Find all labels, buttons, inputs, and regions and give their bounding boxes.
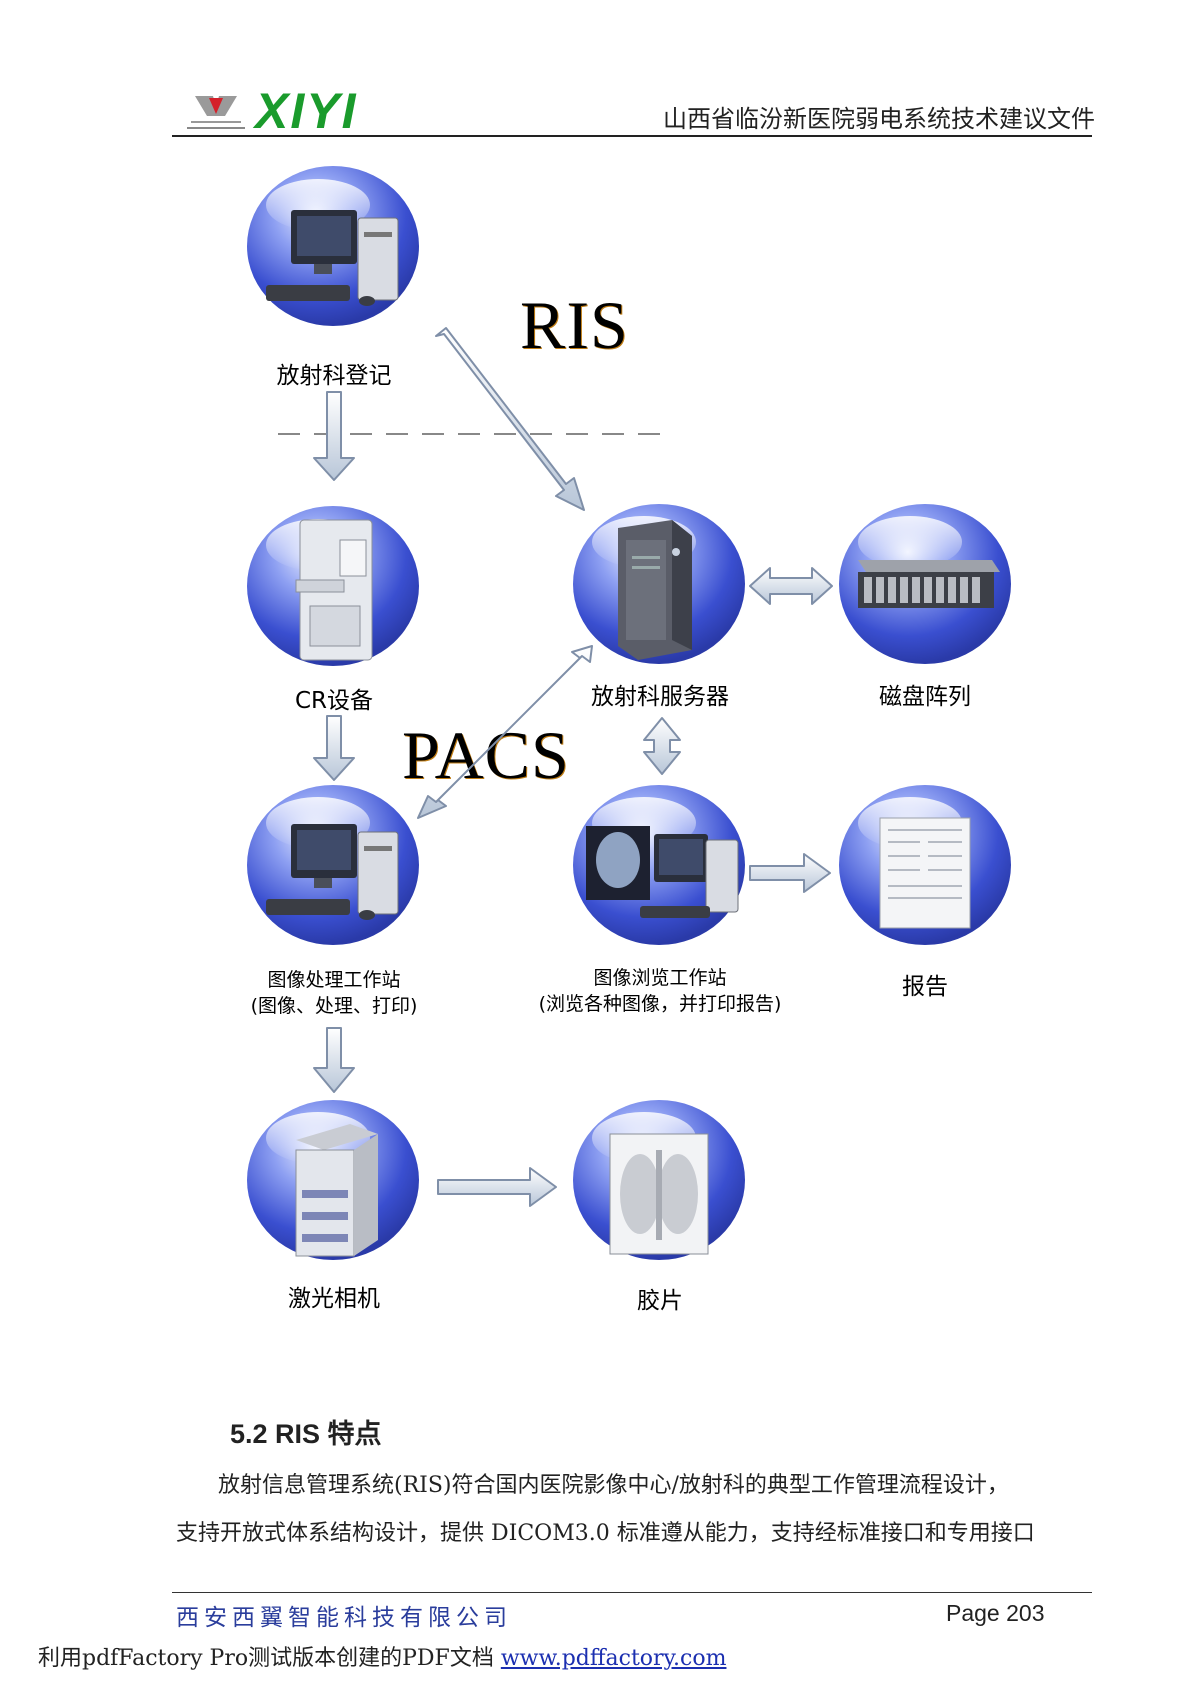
film-label: 胶片	[637, 1288, 683, 1314]
film-node	[573, 1100, 745, 1260]
pdf-creator-text: 利用pdfFactory Pro测试版本创建的PDF文档	[38, 1646, 494, 1671]
cr-label: CR设备	[295, 688, 373, 714]
section-heading: 5.2 RIS 特点	[230, 1419, 382, 1449]
disk-array-node	[839, 504, 1011, 664]
footer-company: 西安西翼智能科技有限公司	[176, 1605, 512, 1631]
arrow-processing-server	[417, 645, 593, 819]
header-divider	[172, 135, 1092, 137]
arrow-down-registration-cr	[313, 391, 355, 481]
computer-workstation-icon	[266, 824, 399, 920]
cr-device-icon	[295, 519, 373, 661]
registration-label: 放射科登记	[277, 363, 392, 389]
arrow-server-viewing	[643, 717, 681, 775]
xiyi-logo-icon	[187, 96, 245, 129]
ris-label: RIS	[520, 287, 629, 363]
pacs-label: PACS	[402, 717, 570, 793]
server-node	[573, 504, 745, 664]
cr-node	[247, 506, 419, 666]
arrow-down-processing-laser	[313, 1027, 355, 1093]
laser-camera-node	[247, 1100, 419, 1260]
viewing-label: 图像浏览工作站	[593, 967, 726, 989]
footer-divider	[172, 1592, 1092, 1593]
arrow-server-disk	[749, 567, 833, 605]
arrow-right-viewing-report	[749, 853, 831, 893]
report-node	[839, 785, 1011, 945]
processing-sublabel: (图像、处理、打印)	[251, 995, 418, 1017]
pdf-creator-note: 利用pdfFactory Pro测试版本创建的PDF文档 www.pdffact…	[38, 1640, 726, 1672]
disk-array-icon	[858, 560, 1000, 608]
logo-text: XIYI	[255, 83, 358, 139]
laser-camera-label: 激光相机	[288, 1286, 380, 1312]
paragraph-line-2: 支持开放式体系结构设计，提供 DICOM3.0 标准遵从能力，支持经标准接口和专…	[176, 1521, 1035, 1546]
page-number: Page 203	[946, 1600, 1045, 1626]
pdffactory-link[interactable]: www.pdffactory.com	[500, 1646, 727, 1671]
processing-node	[247, 785, 419, 945]
ris-pacs-workflow-diagram: RIS PACS	[247, 166, 1011, 1314]
processing-label: 图像处理工作站	[267, 969, 400, 991]
viewing-sublabel: (浏览各种图像，并打印报告)	[539, 993, 782, 1015]
arrow-down-cr-processing	[313, 715, 355, 781]
paragraph-line-1: 放射信息管理系统(RIS)符合国内医院影像中心/放射科的典型工作管理流程设计，	[218, 1473, 1009, 1498]
arrow-right-laser-film	[437, 1167, 557, 1207]
viewing-node	[573, 785, 745, 945]
laser-camera-icon	[295, 1124, 378, 1257]
computer-workstation-icon	[266, 210, 399, 306]
xray-film-icon	[609, 1133, 709, 1255]
disk-array-label: 磁盘阵列	[879, 684, 971, 710]
xray-monitor-icon	[586, 826, 739, 918]
report-label: 报告	[902, 974, 948, 1000]
server-label: 放射科服务器	[591, 684, 729, 710]
arrow-registration-server	[435, 327, 585, 511]
tower-server-icon	[618, 520, 692, 660]
header-title: 山西省临汾新医院弱电系统技术建议文件	[663, 105, 1095, 133]
report-document-icon	[879, 817, 971, 929]
registration-node	[247, 166, 419, 326]
